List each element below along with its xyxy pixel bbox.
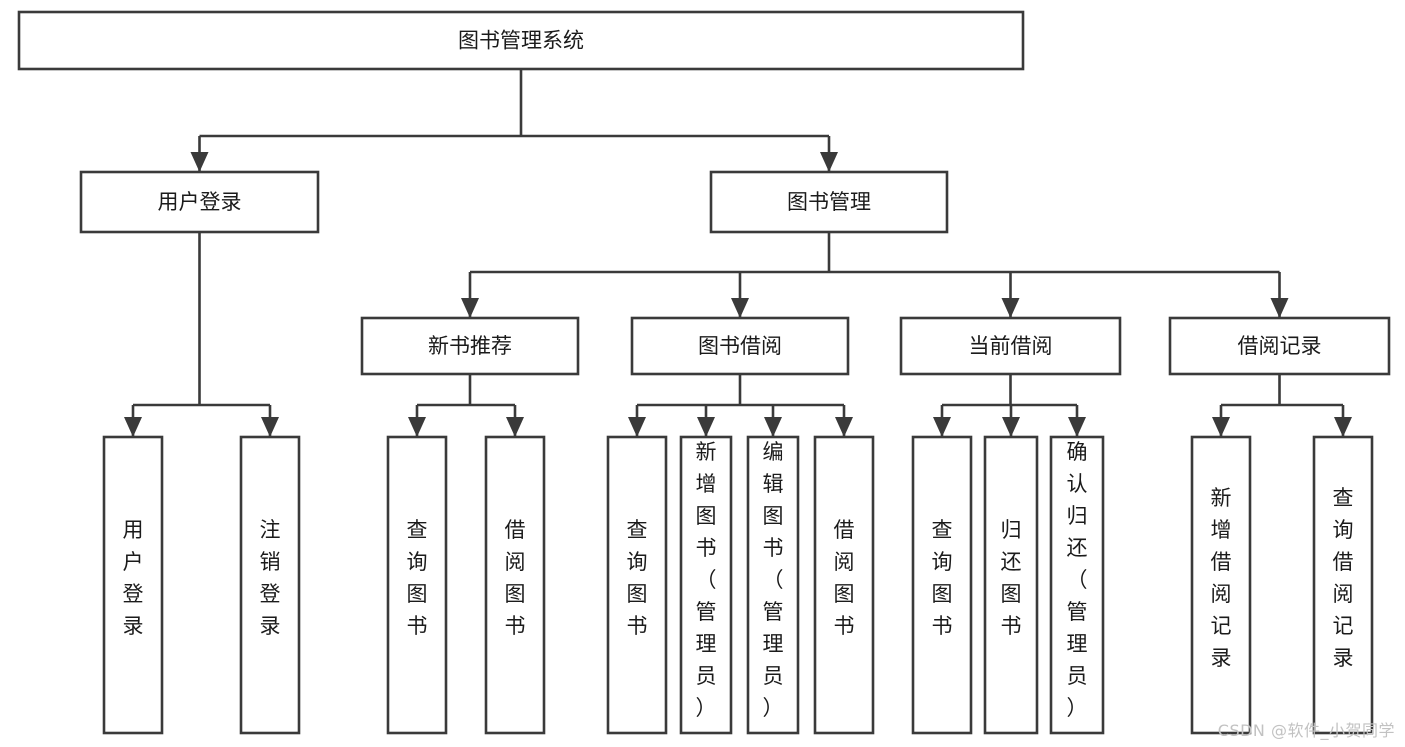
node-label: 新增借阅记录 [1211, 486, 1232, 670]
node-label: 借阅图书 [505, 518, 526, 638]
node-label: 图书管理系统 [458, 29, 584, 53]
node-leaf-borrow-book-recommend[interactable]: 借阅图书 [484, 435, 546, 735]
arrow-head-icon [933, 417, 951, 437]
node-label: 新书推荐 [428, 334, 512, 358]
connector-layer [124, 69, 1352, 437]
arrow-head-icon [820, 152, 838, 172]
arrow-head-icon [731, 298, 749, 318]
node-label: 编辑图书（管理员） [763, 440, 784, 720]
node-label: 借阅图书 [834, 518, 855, 638]
node-label: 新增图书（管理员） [696, 440, 717, 720]
arrow-head-icon [1001, 298, 1020, 318]
node-leaf-borrow-book[interactable]: 借阅图书 [813, 435, 875, 735]
node-label: 图书借阅 [698, 334, 782, 358]
arrow-head-icon [1212, 417, 1230, 437]
node-label: 归还图书 [1001, 518, 1022, 638]
node-label: 查询借阅记录 [1333, 486, 1354, 670]
node-leaf-user-logout[interactable]: 注销登录 [239, 435, 301, 735]
node-label: 注销登录 [260, 518, 281, 638]
arrow-head-icon [408, 417, 426, 437]
arrow-head-icon [261, 417, 279, 437]
node-label: 查询图书 [932, 518, 953, 638]
node-leaf-edit-book-admin[interactable]: 编辑图书（管理员） [746, 435, 800, 735]
node-layer: 图书管理系统用户登录图书管理新书推荐图书借阅当前借阅借阅记录用户登录注销登录查询… [17, 10, 1391, 735]
node-leaf-add-book-admin[interactable]: 新增图书（管理员） [679, 435, 733, 735]
arrow-head-icon [190, 152, 209, 172]
node-leaf-query-book-borrow[interactable]: 查询图书 [606, 435, 668, 735]
node-leaf-user-login[interactable]: 用户登录 [102, 435, 164, 735]
arrow-head-icon [764, 417, 782, 437]
node-current-borrow[interactable]: 当前借阅 [899, 316, 1122, 376]
node-label: 借阅记录 [1238, 334, 1322, 358]
node-borrow-record[interactable]: 借阅记录 [1168, 316, 1391, 376]
node-new-book-recommend[interactable]: 新书推荐 [360, 316, 580, 376]
node-root[interactable]: 图书管理系统 [17, 10, 1025, 71]
node-book-manage[interactable]: 图书管理 [709, 170, 949, 234]
node-leaf-add-borrow-record[interactable]: 新增借阅记录 [1190, 435, 1252, 735]
arrow-head-icon [124, 417, 142, 437]
node-label: 确认归还（管理员） [1067, 440, 1088, 720]
node-label: 查询图书 [627, 518, 648, 638]
node-label: 用户登录 [123, 518, 144, 638]
arrow-head-icon [1270, 298, 1289, 318]
node-leaf-query-book-recommend[interactable]: 查询图书 [386, 435, 448, 735]
node-leaf-confirm-return-admin[interactable]: 确认归还（管理员） [1049, 435, 1105, 735]
arrow-head-icon [697, 417, 715, 437]
arrow-head-icon [506, 417, 524, 437]
node-label: 查询图书 [407, 518, 428, 638]
node-leaf-query-book-current[interactable]: 查询图书 [911, 435, 973, 735]
arrow-head-icon [1002, 417, 1020, 437]
arrow-head-icon [461, 298, 479, 318]
node-label: 当前借阅 [969, 334, 1053, 358]
node-label: 图书管理 [787, 190, 871, 214]
arrow-head-icon [835, 417, 853, 437]
node-leaf-query-borrow-record[interactable]: 查询借阅记录 [1312, 435, 1374, 735]
node-book-borrow[interactable]: 图书借阅 [630, 316, 850, 376]
node-user-login[interactable]: 用户登录 [79, 170, 320, 234]
node-label: 用户登录 [158, 190, 242, 214]
arrow-head-icon [1334, 417, 1352, 437]
arrow-head-icon [628, 417, 646, 437]
node-leaf-return-book[interactable]: 归还图书 [983, 435, 1039, 735]
arrow-head-icon [1068, 417, 1086, 437]
